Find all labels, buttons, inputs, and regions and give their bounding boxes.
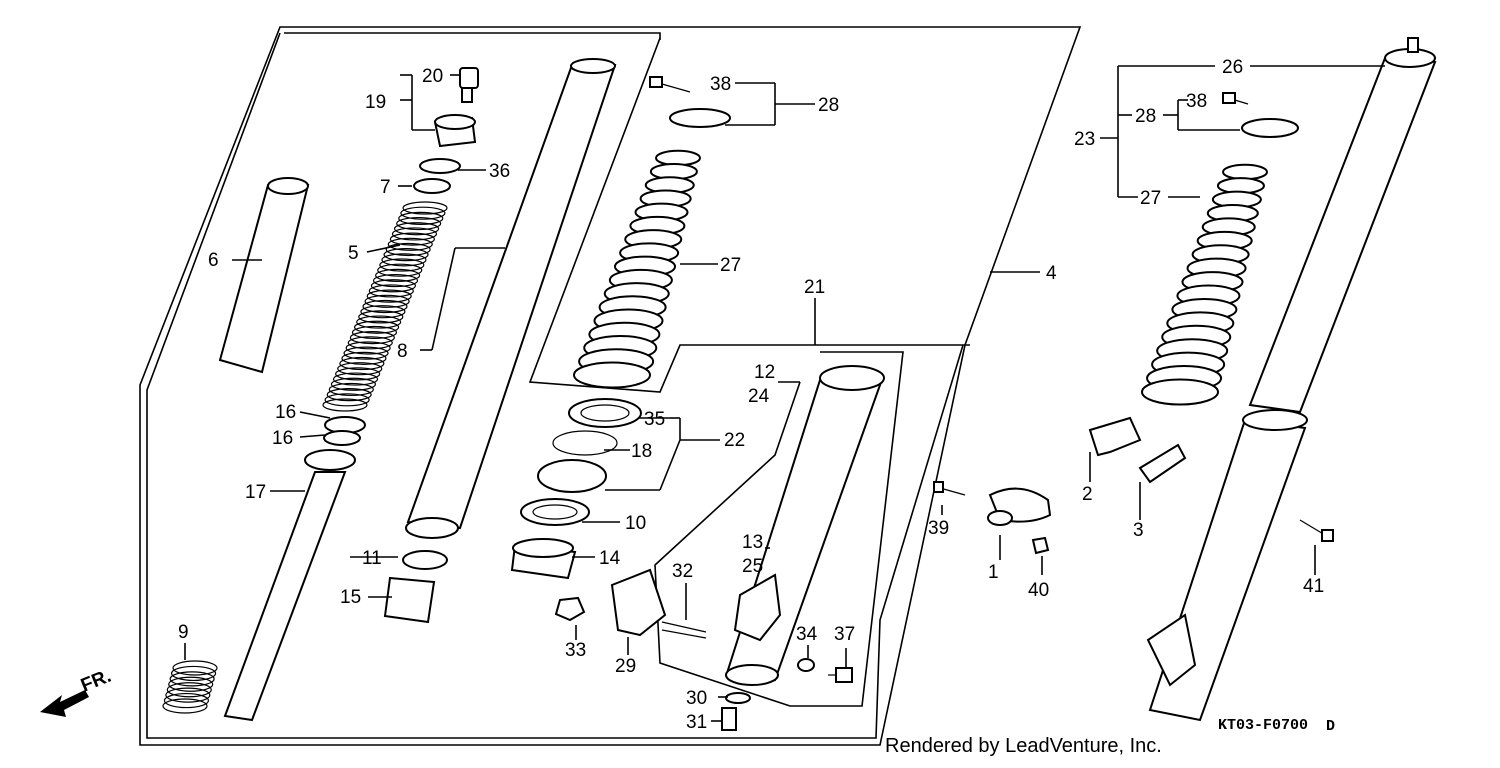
callout-label: 28 xyxy=(818,95,839,116)
callout-label: 17 xyxy=(245,482,266,503)
callout-label: 33 xyxy=(565,640,586,661)
brake-hose-clamp-part xyxy=(933,481,1052,555)
slider-group-frame xyxy=(654,351,904,707)
callout-label: 29 xyxy=(615,656,636,677)
callout-label: 40 xyxy=(1028,580,1049,601)
tube-group-frame xyxy=(528,37,970,393)
fork-boot-part-right xyxy=(1141,163,1268,406)
callout-label: 4 xyxy=(1046,263,1057,284)
callout-label: 31 xyxy=(686,712,707,733)
callout-label: 32 xyxy=(672,561,693,582)
callout-label: 8 xyxy=(397,341,408,362)
frame-outer xyxy=(139,26,1082,746)
callout-label: 24 xyxy=(748,386,770,407)
boot-band-part-right xyxy=(1222,92,1299,138)
callout-label: 38 xyxy=(1186,91,1207,112)
seal-stack-part xyxy=(510,398,642,580)
callout-label: 10 xyxy=(625,513,646,534)
render-credit: Rendered by LeadVenture, Inc. xyxy=(885,735,1162,757)
callout-label: 28 xyxy=(1135,106,1156,127)
callout-label: 7 xyxy=(380,177,391,198)
cap-bolt-part xyxy=(413,67,479,194)
callout-label: 14 xyxy=(599,548,621,569)
callout-label: 41 xyxy=(1303,576,1324,597)
fork-boot-part-left xyxy=(573,149,701,389)
callout-label: 25 xyxy=(742,556,763,577)
callout-label: 16 xyxy=(272,428,293,449)
callout-label: 27 xyxy=(1140,188,1161,209)
callout-label: 16 xyxy=(275,402,296,423)
front-direction-arrow xyxy=(40,690,89,717)
callout-label: 19 xyxy=(365,92,386,113)
frame-inner xyxy=(284,32,661,40)
damper-rod-part xyxy=(223,416,366,722)
leader-lines xyxy=(184,65,1385,722)
callout-label: 35 xyxy=(644,409,665,430)
rebound-spring-part xyxy=(162,660,218,714)
assembled-fork-part xyxy=(1146,37,1437,722)
fork-slider-part xyxy=(725,365,885,686)
callout-label: 20 xyxy=(422,66,443,87)
front-indicator: FR. xyxy=(78,666,114,697)
callout-label: 36 xyxy=(489,161,510,182)
callout-label: 13 xyxy=(742,532,763,553)
callout-label: 34 xyxy=(796,624,818,645)
callout-label: 23 xyxy=(1074,129,1095,150)
fork-pipe-part xyxy=(383,58,617,624)
callout-label: 26 xyxy=(1222,57,1243,78)
callout-label: 5 xyxy=(348,243,359,264)
callout-label: 21 xyxy=(804,277,825,298)
drain-bolt-part xyxy=(721,658,853,731)
callout-label: 12 xyxy=(754,362,775,383)
drawing-code: KT03-F0700 xyxy=(1218,717,1308,734)
bolt-part-41 xyxy=(1299,519,1334,542)
callout-label: 15 xyxy=(340,587,361,608)
callout-label: 18 xyxy=(631,441,652,462)
brackets-part xyxy=(1088,416,1187,484)
callout-label: 2 xyxy=(1082,484,1093,505)
callout-label: 27 xyxy=(720,255,741,276)
callout-label: 39 xyxy=(928,518,949,539)
fork-spring-part xyxy=(322,201,448,412)
callout-label: 1 xyxy=(988,562,999,583)
callout-label: 38 xyxy=(710,74,731,95)
callout-label: 37 xyxy=(834,624,855,645)
drawing-revision: D xyxy=(1326,718,1335,735)
callout-label: 9 xyxy=(178,622,189,643)
callout-label: 3 xyxy=(1133,520,1144,541)
axle-holder-part xyxy=(554,568,707,639)
callout-label: 30 xyxy=(686,688,707,709)
frame-inner-left xyxy=(146,32,964,739)
boot-band-part-left xyxy=(649,76,731,128)
callout-label: 11 xyxy=(362,548,382,569)
callout-label: 22 xyxy=(724,430,745,451)
callouts: 1 2 3 4 5 6 7 8 9 10 11 12 24 13 25 14 1… xyxy=(178,57,1324,733)
collar-tube-part xyxy=(218,177,310,374)
callout-label: 6 xyxy=(208,250,219,271)
